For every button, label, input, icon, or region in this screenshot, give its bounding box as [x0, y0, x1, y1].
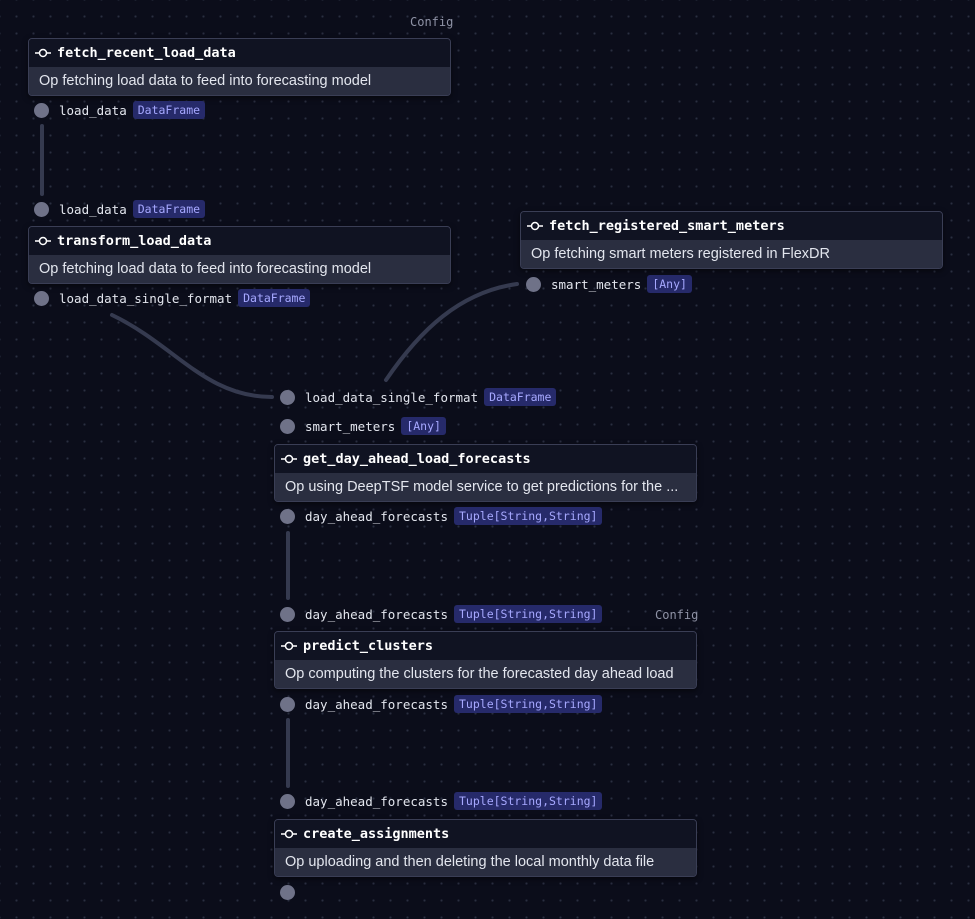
port-dot[interactable] [280, 884, 295, 900]
port-dot[interactable] [34, 290, 49, 306]
port-name: day_ahead_forecasts [305, 606, 448, 622]
port-dot[interactable] [34, 201, 49, 217]
node-header: get_day_ahead_load_forecasts [275, 445, 696, 473]
port-name: load_data_single_format [305, 389, 479, 405]
port-type-badge: DataFrame [132, 200, 206, 218]
node-predict-clusters[interactable]: predict_clusters Op computing the cluste… [274, 631, 697, 689]
input-port-day-ahead-forecasts-3[interactable]: day_ahead_forecasts Tuple[String,String] [280, 791, 603, 811]
input-port-load-data-single-format[interactable]: load_data_single_format DataFrame [280, 387, 557, 407]
port-name: smart_meters [551, 276, 642, 292]
output-port-create-assignments[interactable] [280, 882, 305, 902]
node-description: Op fetching load data to feed into forec… [29, 67, 450, 95]
node-get-day-ahead-load-forecasts[interactable]: get_day_ahead_load_forecasts Op using De… [274, 444, 697, 502]
port-type-badge: DataFrame [484, 388, 557, 406]
port-type-badge: DataFrame [238, 289, 311, 307]
port-type-badge: Tuple[String,String] [454, 792, 603, 810]
port-name: load_data [59, 102, 127, 118]
op-circle-icon [281, 454, 297, 464]
port-type-badge: DataFrame [132, 101, 206, 119]
port-type-badge: [Any] [647, 275, 692, 293]
op-circle-icon [35, 236, 51, 246]
node-transform-load-data[interactable]: transform_load_data Op fetching load dat… [28, 226, 451, 284]
config-tag-fetch-recent[interactable]: Config [410, 15, 454, 29]
node-title: get_day_ahead_load_forecasts [303, 451, 531, 467]
port-name: day_ahead_forecasts [305, 793, 448, 809]
edge-transform-to-forecasts [110, 313, 274, 399]
port-type-badge: Tuple[String,String] [454, 605, 603, 623]
node-title: create_assignments [303, 826, 450, 842]
node-title: predict_clusters [303, 638, 434, 654]
port-dot[interactable] [280, 606, 295, 622]
port-type-badge: [Any] [401, 417, 446, 435]
node-fetch-recent-load-data[interactable]: fetch_recent_load_data Op fetching load … [28, 38, 451, 96]
node-create-assignments[interactable]: create_assignments Op uploading and then… [274, 819, 697, 877]
port-dot[interactable] [280, 793, 295, 809]
node-description: Op uploading and then deleting the local… [275, 848, 696, 876]
port-type-badge: Tuple[String,String] [454, 507, 603, 525]
edge-meters-to-forecasts [384, 282, 519, 382]
config-tag-predict-clusters[interactable]: Config [655, 608, 699, 622]
node-description: Op fetching load data to feed into forec… [29, 255, 450, 283]
port-name: day_ahead_forecasts [305, 508, 448, 524]
output-port-day-ahead-forecasts-2[interactable]: day_ahead_forecasts Tuple[String,String] [280, 694, 603, 714]
node-header: fetch_registered_smart_meters [521, 212, 942, 240]
input-port-load-data[interactable]: load_data DataFrame [34, 199, 206, 219]
output-port-load-data[interactable]: load_data DataFrame [34, 100, 206, 120]
port-name: load_data [59, 201, 127, 217]
node-header: predict_clusters [275, 632, 696, 660]
op-circle-icon [527, 221, 543, 231]
output-port-smart-meters[interactable]: smart_meters [Any] [526, 274, 692, 294]
node-title: fetch_recent_load_data [57, 45, 236, 61]
port-dot[interactable] [526, 276, 541, 292]
port-dot[interactable] [34, 102, 49, 118]
port-name: load_data_single_format [59, 290, 233, 306]
node-header: create_assignments [275, 820, 696, 848]
port-name: day_ahead_forecasts [305, 696, 448, 712]
op-circle-icon [281, 641, 297, 651]
output-port-day-ahead-forecasts[interactable]: day_ahead_forecasts Tuple[String,String] [280, 506, 603, 526]
node-fetch-registered-smart-meters[interactable]: fetch_registered_smart_meters Op fetchin… [520, 211, 943, 269]
port-dot[interactable] [280, 389, 295, 405]
node-description: Op using DeepTSF model service to get pr… [275, 473, 696, 501]
node-description: Op fetching smart meters registered in F… [521, 240, 942, 268]
node-title: fetch_registered_smart_meters [549, 218, 785, 234]
node-description: Op computing the clusters for the foreca… [275, 660, 696, 688]
port-type-badge: Tuple[String,String] [454, 695, 603, 713]
input-port-smart-meters[interactable]: smart_meters [Any] [280, 416, 446, 436]
op-circle-icon [281, 829, 297, 839]
op-circle-icon [35, 48, 51, 58]
port-dot[interactable] [280, 696, 295, 712]
node-title: transform_load_data [57, 233, 212, 249]
port-dot[interactable] [280, 418, 295, 434]
input-port-day-ahead-forecasts[interactable]: day_ahead_forecasts Tuple[String,String] [280, 604, 603, 624]
port-dot[interactable] [280, 508, 295, 524]
node-header: fetch_recent_load_data [29, 39, 450, 67]
output-port-load-data-single-format[interactable]: load_data_single_format DataFrame [34, 288, 311, 308]
port-name: smart_meters [305, 418, 396, 434]
node-header: transform_load_data [29, 227, 450, 255]
